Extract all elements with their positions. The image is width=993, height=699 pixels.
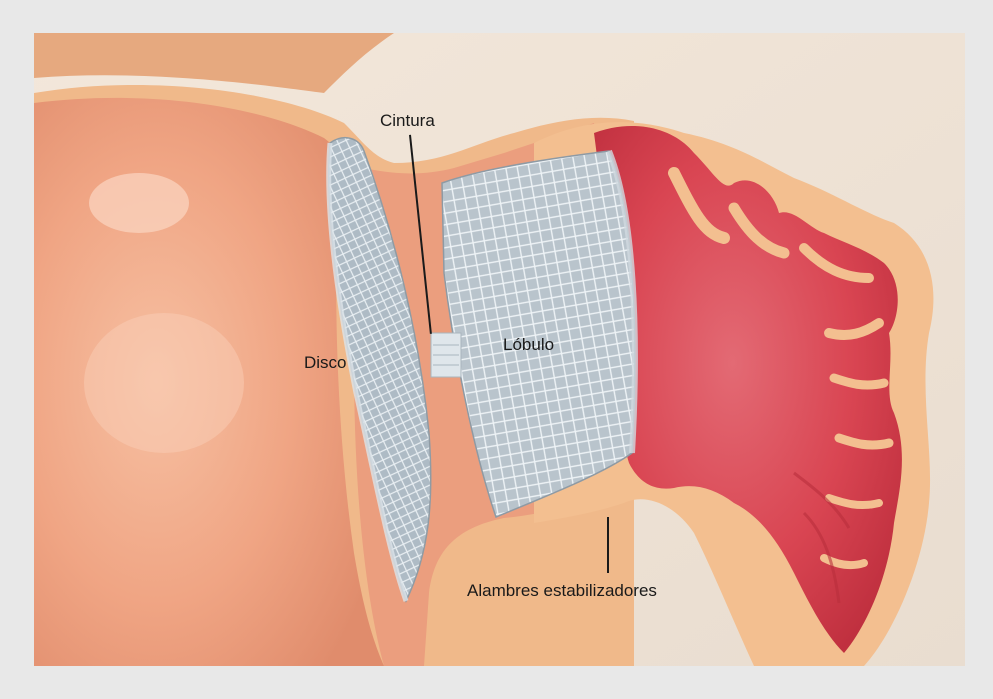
occluder-illustration (34, 33, 965, 666)
label-disco: Disco (304, 353, 347, 373)
highlight (89, 173, 189, 233)
figure-frame: Cintura Disco Lóbulo Alambres estabiliza… (6, 6, 987, 693)
alambres-leader-line (607, 517, 609, 573)
illustration-panel: Cintura Disco Lóbulo Alambres estabiliza… (34, 33, 965, 666)
label-cintura: Cintura (380, 111, 435, 131)
highlight (84, 313, 244, 453)
label-lobulo: Lóbulo (503, 335, 554, 355)
label-alambres-estabilizadores: Alambres estabilizadores (467, 581, 657, 601)
